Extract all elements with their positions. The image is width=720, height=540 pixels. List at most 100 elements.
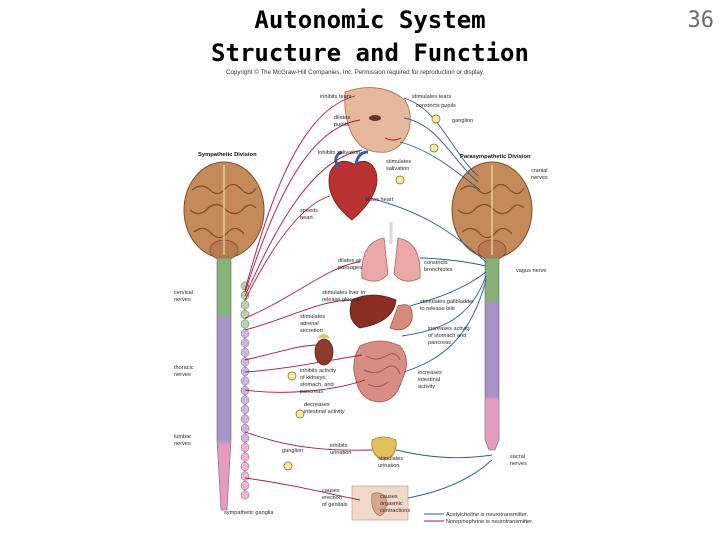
ganglion-marker — [287, 371, 297, 381]
effect-constricts-bronchioles-1: constricts — [424, 260, 448, 266]
effect-adrenal-2: adrenal — [300, 321, 319, 327]
ganglion-bottom-label: ganglion — [282, 448, 303, 454]
sympathetic-ganglion-bead — [240, 338, 250, 348]
lumbar-nerves-label-2: nerves — [174, 441, 191, 447]
heart — [328, 150, 378, 221]
right-brain — [451, 161, 533, 261]
cervical-nerves-label-2: nerves — [174, 297, 191, 303]
parasympathetic-division-label: Parasympathetic Division — [460, 154, 531, 160]
effect-orgasmic-2: orgasmic — [380, 501, 403, 507]
sympathetic-division-label: Sympathetic Division — [198, 152, 257, 158]
effect-stomach-2: of stomach and — [428, 333, 466, 339]
effect-liver-glucose-1: stimulates liver to — [322, 290, 365, 296]
effect-intestinal-increase-2: intestinal — [418, 377, 440, 383]
slide-title-line-1: Autonomic System — [254, 6, 486, 34]
slide-title-line-2: Structure and Function — [211, 39, 529, 67]
ganglion-markers — [283, 114, 441, 471]
sympathetic-ganglia-label: sympathetic ganglia — [224, 510, 274, 516]
effect-inhibits-activity-2: of kidneys, — [300, 375, 327, 381]
effect-stomach-1: increases activity — [428, 326, 471, 332]
liver-and-stomach — [349, 294, 413, 331]
sympathetic-nerve-fibers — [244, 95, 373, 501]
ganglion-marker — [295, 409, 305, 419]
effect-adrenal-1: stimulates — [300, 314, 325, 320]
sympathetic-ganglion-bead — [240, 471, 250, 481]
effect-stomach-3: pancreas — [428, 340, 451, 346]
effect-adrenal-3: secretion — [300, 328, 323, 334]
cranial-nerves-label-2: nerves — [531, 175, 548, 181]
sacral-nerves-label-1: sacral — [510, 454, 525, 460]
ganglion-top-label: ganglion — [452, 118, 473, 124]
sympathetic-ganglion-bead — [240, 319, 250, 329]
sympathetic-ganglion-bead — [240, 348, 250, 357]
sympathetic-ganglion-bead — [240, 395, 250, 405]
effect-orgasmic-1: causes — [380, 494, 398, 500]
sympathetic-ganglion-bead — [240, 424, 250, 433]
effect-inhibits-urination-1: inhibits — [330, 443, 348, 449]
effect-constricts-bronchioles-2: bronchioles — [424, 267, 453, 273]
effect-dilates-pupils-2: pupils — [334, 122, 349, 128]
effect-dilates-pupils-1: dilates — [334, 115, 350, 121]
effect-stimulates-salivation-2: salivation — [386, 166, 409, 172]
ganglion-marker — [395, 175, 405, 185]
effect-inhibits-activity-4: pancreas — [300, 389, 323, 395]
effect-gallbladder-1: stimulates gallbladder — [420, 299, 474, 305]
sympathetic-ganglion-bead — [240, 443, 250, 452]
sympathetic-ganglion-bead — [240, 310, 250, 319]
effect-gallbladder-2: to release bile — [420, 306, 455, 312]
sympathetic-ganglion-bead — [240, 414, 250, 424]
effect-stimulates-salivation-1: stimulates — [386, 159, 411, 165]
effect-erection-3: of genitals — [322, 502, 348, 508]
sympathetic-ganglion-bead — [240, 481, 250, 490]
slide-number: 36 — [687, 8, 715, 33]
ganglion-marker — [431, 114, 441, 124]
copyright-notice: Copyright © The McGraw-Hill Companies, I… — [226, 69, 485, 76]
legend-acetylcholine: Acetylcholine is neurotransmitter. — [446, 512, 529, 518]
right-spinal-cord — [484, 257, 500, 451]
slide-title: Autonomic System Structure and Function — [160, 4, 580, 70]
sympathetic-ganglion-bead — [240, 405, 250, 414]
effect-dilates-air-2: passages — [338, 265, 362, 271]
effect-inhibits-salivation: inhibits salivation — [318, 150, 360, 156]
effect-speeds-heart-2: heart — [300, 215, 313, 221]
sympathetic-ganglion-bead — [240, 490, 250, 500]
adrenal-and-kidney — [314, 334, 334, 366]
effect-slows-heart: slows heart — [365, 197, 394, 203]
left-spinal-cord — [216, 257, 232, 511]
legend: Acetylcholine is neurotransmitter. Norep… — [424, 512, 534, 525]
effect-orgasmic-3: contractions — [380, 508, 410, 514]
sympathetic-ganglion-bead — [240, 452, 250, 462]
lumbar-nerves-label-1: lumbar — [174, 434, 191, 440]
vagus-nerve-label: vagus nerve — [516, 268, 546, 274]
effect-constricts-pupils: constricts pupils — [416, 103, 456, 109]
ganglion-marker — [429, 143, 439, 153]
effect-intestinal-increase-3: activity — [418, 384, 435, 390]
effect-inhibits-activity-1: inhibits activity — [300, 368, 336, 374]
face — [344, 87, 411, 153]
legend-norepinephrine: Norepinephrine is neurotransmitter. — [446, 519, 534, 525]
sympathetic-ganglion-bead — [240, 300, 250, 310]
sympathetic-ganglion-bead — [240, 329, 250, 338]
effect-erection-1: causes — [322, 488, 340, 494]
effect-intestinal-increase-1: increases — [418, 370, 442, 376]
effect-liver-glucose-2: release glucose — [322, 297, 361, 303]
effect-intestinal-decrease-1: decreases — [304, 402, 330, 408]
effect-stimulates-tears: stimulates tears — [412, 94, 451, 100]
genitals — [351, 485, 409, 521]
cervical-nerves-label-1: cervical — [174, 290, 193, 296]
effect-inhibits-urination-2: urination — [330, 450, 351, 456]
effect-stimulates-urination-1: stimulates — [378, 456, 403, 462]
sacral-nerves-label-2: nerves — [510, 461, 527, 467]
sympathetic-ganglion-bead — [240, 433, 250, 443]
bladder — [371, 436, 397, 461]
effect-speeds-heart-1: speeds — [300, 208, 318, 214]
effect-inhibits-tears: inhibits tears — [320, 94, 352, 100]
sympathetic-ganglion-bead — [240, 462, 250, 471]
ganglion-marker — [283, 461, 293, 471]
intestines — [353, 340, 407, 403]
left-brain — [183, 161, 265, 261]
cranial-nerves-label-1: cranial — [531, 168, 547, 174]
lungs — [361, 222, 421, 282]
effect-stimulates-urination-2: urination — [378, 463, 399, 469]
